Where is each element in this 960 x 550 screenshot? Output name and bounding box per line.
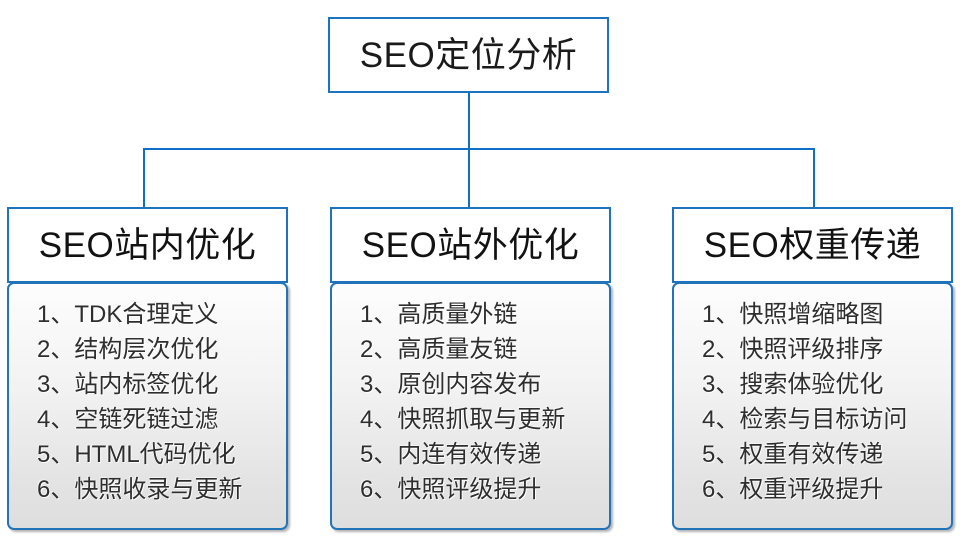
list-item: 5、HTML代码优化	[37, 441, 236, 468]
list-item: 1、高质量外链	[360, 301, 518, 328]
root-node-title: SEO定位分析	[359, 35, 578, 75]
list-item: 4、检索与目标访问	[702, 406, 908, 433]
root-node[interactable]: SEO定位分析	[328, 17, 609, 93]
list-item: 6、快照收录与更新	[37, 476, 243, 503]
branch-2-title: SEO站外优化	[361, 225, 580, 265]
branch-1-list-panel: 1、TDK合理定义 2、结构层次优化 3、站内标签优化 4、空链死链过滤 5、H…	[7, 282, 288, 530]
branch-column-2: SEO站外优化 1、高质量外链 2、高质量友链 3、原创内容发布 4、快照抓取与…	[330, 207, 611, 530]
list-item: 3、原创内容发布	[360, 371, 542, 398]
branch-2-list-panel: 1、高质量外链 2、高质量友链 3、原创内容发布 4、快照抓取与更新 5、内连有…	[330, 282, 611, 530]
list-item: 3、搜索体验优化	[702, 371, 884, 398]
list-item: 3、站内标签优化	[37, 371, 219, 398]
branch-3-list-panel: 1、快照增缩略图 2、快照评级排序 3、搜索体验优化 4、检索与目标访问 5、权…	[672, 282, 953, 530]
branch-column-1: SEO站内优化 1、TDK合理定义 2、结构层次优化 3、站内标签优化 4、空链…	[7, 207, 288, 530]
branch-2-list: 1、高质量外链 2、高质量友链 3、原创内容发布 4、快照抓取与更新 5、内连有…	[332, 297, 565, 507]
list-item: 1、TDK合理定义	[37, 301, 219, 328]
list-item: 6、快照评级提升	[360, 476, 542, 503]
branch-1-list: 1、TDK合理定义 2、结构层次优化 3、站内标签优化 4、空链死链过滤 5、H…	[9, 297, 242, 507]
branch-1-header[interactable]: SEO站内优化	[7, 207, 288, 283]
list-item: 4、快照抓取与更新	[360, 406, 566, 433]
branch-1-title: SEO站内优化	[38, 225, 257, 265]
branch-3-list: 1、快照增缩略图 2、快照评级排序 3、搜索体验优化 4、检索与目标访问 5、权…	[674, 297, 907, 507]
connector-horizontal-bus	[143, 148, 815, 150]
branch-3-title: SEO权重传递	[703, 225, 922, 265]
branch-2-header[interactable]: SEO站外优化	[330, 207, 611, 283]
list-item: 4、空链死链过滤	[37, 406, 219, 433]
branch-column-3: SEO权重传递 1、快照增缩略图 2、快照评级排序 3、搜索体验优化 4、检索与…	[672, 207, 953, 530]
list-item: 5、权重有效传递	[702, 441, 884, 468]
connector-branch-1-drop	[143, 148, 145, 208]
connector-root-stem	[468, 93, 470, 150]
list-item: 2、高质量友链	[360, 336, 518, 363]
list-item: 5、内连有效传递	[360, 441, 542, 468]
connector-branch-2-drop	[468, 148, 470, 208]
connector-branch-3-drop	[813, 148, 815, 208]
list-item: 6、权重评级提升	[702, 476, 884, 503]
branch-3-header[interactable]: SEO权重传递	[672, 207, 953, 283]
list-item: 2、结构层次优化	[37, 336, 219, 363]
list-item: 1、快照增缩略图	[702, 301, 884, 328]
list-item: 2、快照评级排序	[702, 336, 884, 363]
